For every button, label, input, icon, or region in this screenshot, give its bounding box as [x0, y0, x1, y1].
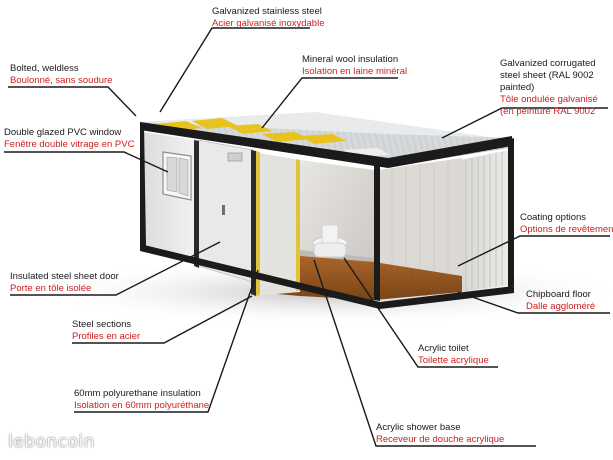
interior-side-wall [253, 152, 300, 296]
label-mineral-wool: Mineral wool insulation Isolation en lai… [302, 54, 407, 78]
leader-pvc-window [4, 151, 169, 173]
label-steel-sections: Steel sections Profiles en acier [72, 319, 140, 343]
frame-post-door-right [251, 150, 256, 296]
frame-post-front-right [374, 164, 380, 301]
label-insulated-door-fr: Porte en tôle isolée [10, 283, 92, 294]
frame-top-beam-front [140, 122, 388, 168]
pvc-window [162, 151, 192, 201]
label-galvanized-steel-en: Galvanized stainless steel [212, 6, 322, 17]
label-insulated-door-en: Insulated steel sheet door [10, 271, 119, 282]
label-bolted-en: Bolted, weldless [10, 63, 79, 74]
frame-top-beam-side [388, 136, 512, 168]
label-corrugated-fr: Tôle ondulée galvanisé (en peinture RAL … [500, 94, 598, 117]
label-steel-sections-fr: Profiles en acier [72, 331, 141, 342]
leader-coating [457, 235, 610, 267]
label-bolted-fr: Boulonné, sans soudure [10, 75, 113, 86]
frame-post-left [140, 122, 146, 246]
leader-galvanized-steel [159, 27, 310, 113]
leader-shower [313, 259, 536, 447]
door-vent [227, 152, 243, 162]
label-galvanized-steel: Galvanized stainless steel Acier galvani… [212, 6, 324, 30]
leader-chipboard [457, 291, 610, 314]
label-toilet-fr: Toilette acrylique [418, 355, 489, 366]
label-shower: Acrylic shower base Receveur de douche a… [376, 422, 504, 446]
label-coating-fr: Options de revêtement [520, 224, 613, 235]
label-pvc-window-en: Double glazed PVC window [4, 127, 122, 138]
label-steel-sections-en: Steel sections [72, 319, 132, 330]
label-coating: Coating options Options de revêtement [520, 212, 613, 236]
label-pvc-window: Double glazed PVC window Fenêtre double … [4, 127, 134, 151]
leader-corrugated [441, 107, 608, 139]
label-bolted: Bolted, weldless Boulonné, sans soudure [10, 63, 112, 87]
label-chipboard-fr: Dalle aggloméré [526, 301, 596, 312]
label-pvc-window-fr: Fenêtre double vitrage en PVC [4, 139, 135, 150]
frame-post-back-right [508, 138, 514, 287]
label-polyurethane-en: 60mm polyurethane insulation [74, 388, 201, 399]
leader-polyurethane [74, 269, 259, 413]
door-handle [222, 205, 225, 215]
label-toilet: Acrylic toilet Toilette acrylique [418, 343, 489, 367]
end-wall-ribs [465, 152, 503, 291]
label-chipboard: Chipboard floor Dalle aggloméré [526, 289, 595, 313]
leader-insulated-door [10, 241, 221, 296]
leader-bolted [8, 86, 137, 117]
label-toilet-en: Acrylic toilet [418, 343, 469, 354]
frame-bottom-beam-side [380, 286, 514, 309]
label-mineral-wool-fr: Isolation en laine minéral [302, 66, 408, 77]
label-mineral-wool-en: Mineral wool insulation [302, 54, 399, 65]
label-shower-fr: Receveur de douche acrylique [376, 434, 505, 445]
label-insulated-door: Insulated steel sheet door Porte en tôle… [10, 271, 119, 295]
label-corrugated: Galvanized corrugated steel sheet (RAL 9… [500, 58, 612, 118]
wall-insulation-edge [256, 151, 260, 296]
frame-bottom-beam-front [140, 244, 380, 309]
label-coating-en: Coating options [520, 212, 587, 223]
frame-post-mid [194, 140, 199, 268]
roof-insulation-strips [157, 118, 389, 157]
label-corrugated-en: Galvanized corrugated steel sheet (RAL 9… [500, 58, 596, 93]
watermark-logo: leboncoin [8, 432, 95, 452]
label-polyurethane-fr: Isolation en 60mm polyuréthane [74, 400, 210, 411]
label-galvanized-steel-fr: Acier galvanisé inoxydable [212, 18, 325, 29]
label-chipboard-en: Chipboard floor [526, 289, 591, 300]
wall-insulation-edge-2 [296, 159, 300, 291]
leader-lines [4, 27, 610, 447]
leader-mineral-wool [261, 77, 398, 129]
toilet-illustration [312, 224, 348, 258]
label-polyurethane: 60mm polyurethane insulation Isolation e… [74, 388, 209, 412]
leader-steel-sections [72, 295, 253, 344]
leader-toilet [343, 257, 498, 368]
label-shower-en: Acrylic shower base [376, 422, 461, 433]
